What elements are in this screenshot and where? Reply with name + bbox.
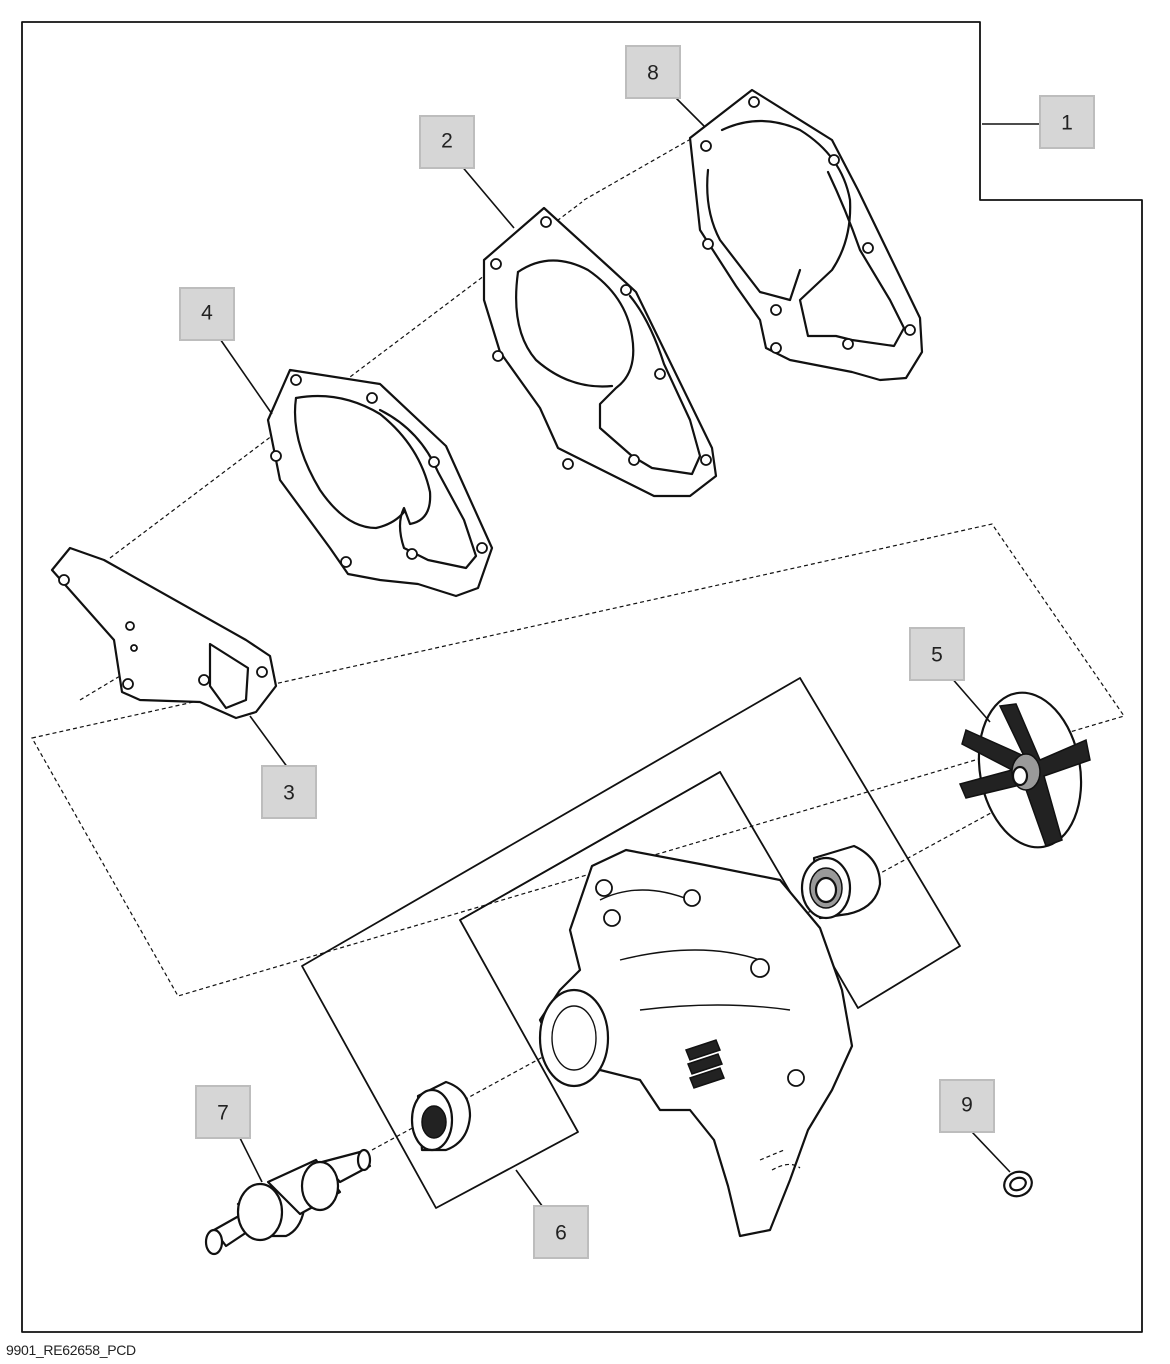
svg-text:5: 5 (931, 644, 943, 667)
svg-text:7: 7 (217, 1102, 229, 1125)
callout-2: 2 (419, 115, 475, 169)
seal (410, 1080, 472, 1152)
callout-7: 7 (195, 1085, 251, 1139)
svg-text:3: 3 (283, 782, 295, 805)
kit-boundary-outline (21, 21, 1143, 1333)
gasket-2 (482, 206, 718, 498)
svg-text:1: 1 (1061, 112, 1073, 135)
leader-line-2 (459, 163, 515, 229)
leader-line-3 (249, 715, 289, 769)
callout-9: 9 (939, 1079, 995, 1133)
leader-line-9 (971, 1131, 1011, 1173)
svg-text:4: 4 (201, 302, 213, 325)
diagram-reference-code: 9901_RE62658_PCD (6, 1342, 136, 1358)
impeller-5 (958, 691, 1091, 849)
svg-text:2: 2 (441, 130, 453, 153)
o-ring-9 (1003, 1170, 1033, 1198)
bushing (800, 844, 882, 920)
svg-text:9: 9 (961, 1094, 973, 1117)
gasket-4 (266, 368, 494, 598)
callout-6: 6 (533, 1205, 589, 1259)
callout-5: 5 (909, 627, 965, 681)
callout-3: 3 (261, 765, 317, 819)
leader-line-5 (949, 675, 991, 723)
mounting-plate-3 (50, 546, 278, 720)
pump-body-box (459, 771, 721, 921)
leader-line-4 (217, 335, 273, 415)
callout-1: 1 (1039, 95, 1095, 149)
callout-8: 8 (625, 45, 681, 99)
gasket-8 (688, 88, 924, 382)
svg-text:8: 8 (647, 62, 659, 85)
water-pump-housing (538, 848, 854, 1238)
svg-text:6: 6 (555, 1222, 567, 1245)
shaft-7 (204, 1148, 372, 1256)
callout-4: 4 (179, 287, 235, 341)
